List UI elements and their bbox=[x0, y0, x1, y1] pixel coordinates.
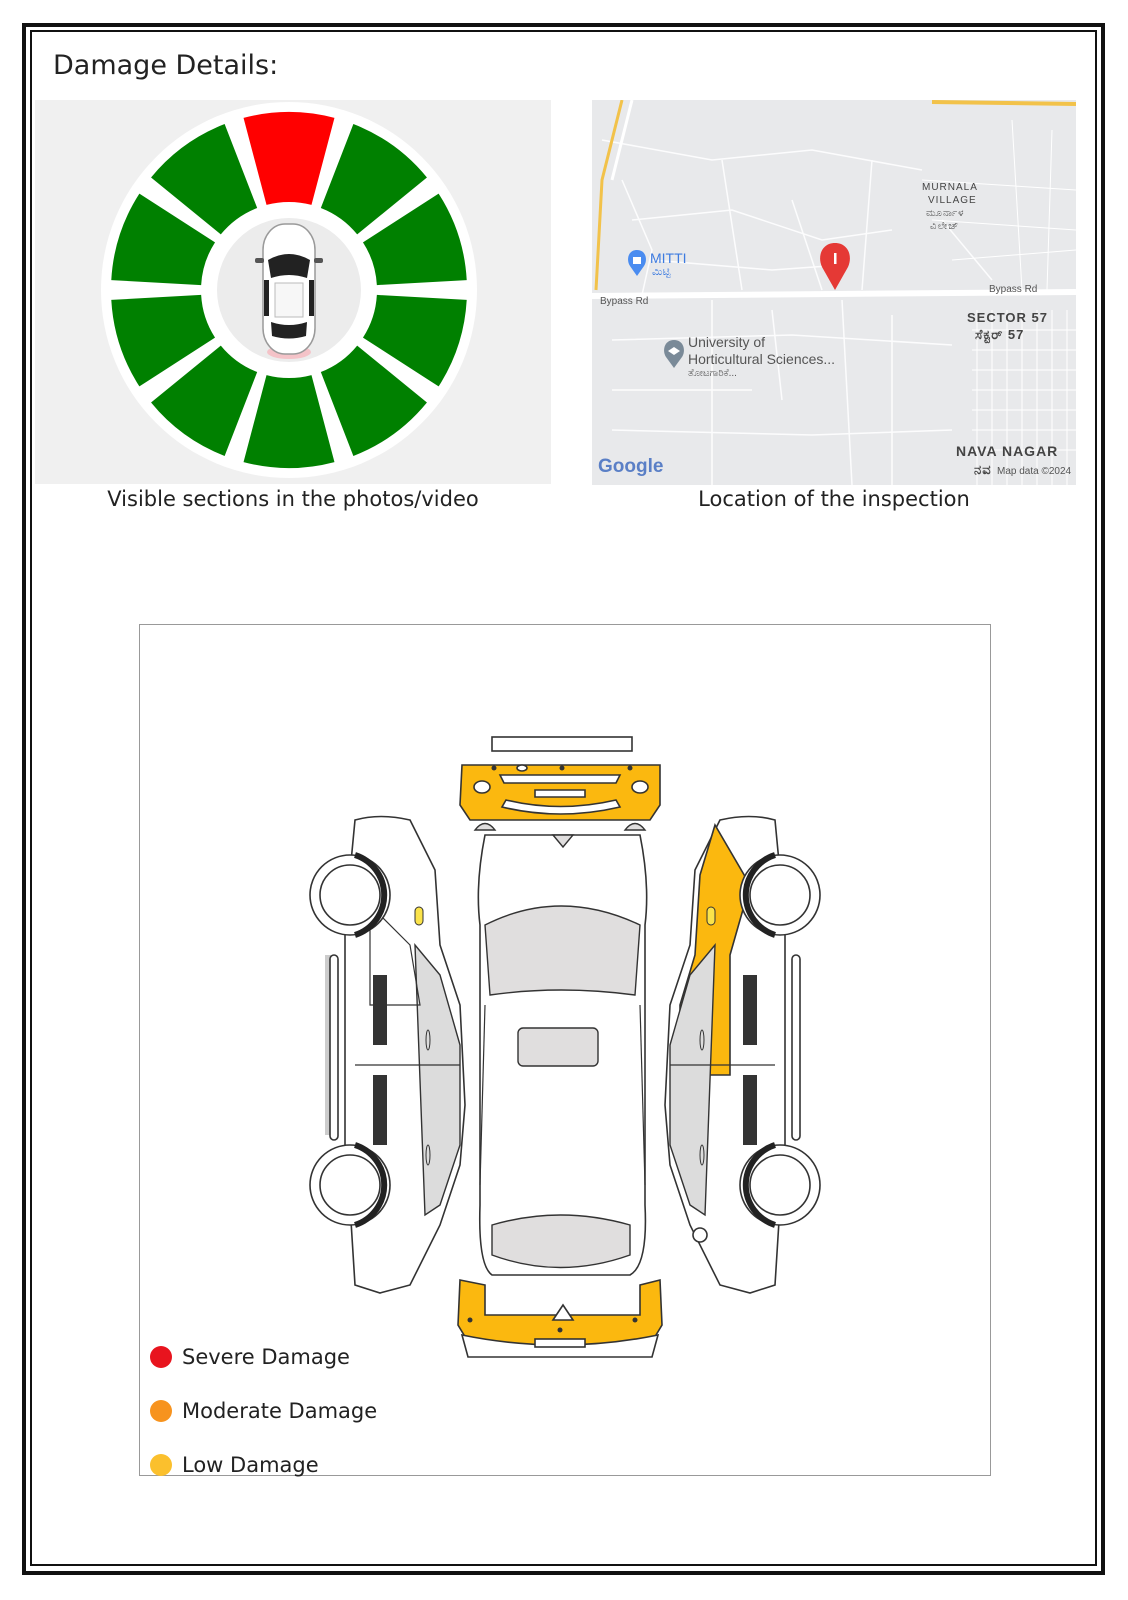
map-label-sector: SECTOR 57 bbox=[967, 310, 1049, 325]
legend-item-low: Low Damage bbox=[150, 1438, 377, 1492]
wheel-segment-rear bbox=[243, 375, 335, 469]
wheel-segment-front-left bbox=[151, 124, 258, 235]
map-label-mitti: MITTI bbox=[650, 250, 687, 266]
map-label-murnala-local-2: ವಿಲೇಜ್ bbox=[930, 221, 960, 232]
wheel-segment-right-rear bbox=[362, 294, 467, 387]
map-label-university-1: University of bbox=[688, 334, 766, 350]
map-caption: Location of the inspection bbox=[698, 487, 970, 511]
wheel-segment-left-front bbox=[111, 193, 216, 286]
damage-legend: Severe Damage Moderate Damage Low Damage bbox=[150, 1330, 377, 1492]
legend-label-moderate: Moderate Damage bbox=[182, 1399, 378, 1423]
car-top-view-icon bbox=[255, 223, 323, 359]
map-label-sector-local: ಸೆಕ್ಟರ್ 57 bbox=[975, 327, 1025, 342]
map-label-bypass-right: Bypass Rd bbox=[989, 284, 1038, 295]
map-label-murnala-2: VILLAGE bbox=[928, 195, 977, 206]
inspection-location-map[interactable]: MITTI ಮಿಟ್ಟಿ Bypass Rd Bypass Rd MURNALA… bbox=[592, 100, 1076, 485]
wheel-segment-front-right bbox=[320, 124, 427, 235]
map-label-nava-nagar: NAVA NAGAR bbox=[956, 443, 1059, 459]
map-label-bypass-left: Bypass Rd bbox=[600, 296, 649, 307]
wheel-segment-left-rear bbox=[111, 294, 216, 387]
wheel-segment-rear-right bbox=[320, 345, 427, 456]
map-label-murnala-1: MURNALA bbox=[922, 182, 978, 193]
legend-item-severe: Severe Damage bbox=[150, 1330, 377, 1384]
car-damage-diagram: .ln { stroke:#333; stroke-width:1.6; fil… bbox=[309, 736, 821, 1358]
car-body-top-view bbox=[477, 834, 648, 1276]
page-inner-border bbox=[30, 30, 1097, 1566]
roof-rack-outline bbox=[491, 736, 633, 752]
location-pin-icon bbox=[820, 243, 850, 290]
legend-label-low: Low Damage bbox=[182, 1453, 319, 1477]
map-attribution[interactable]: Map data ©2024 bbox=[997, 466, 1072, 477]
wheel-caption: Visible sections in the photos/video bbox=[107, 487, 479, 511]
damage-diagram: .ln { stroke:#333; stroke-width:1.6; fil… bbox=[139, 624, 991, 1476]
severe-damage-dot-icon bbox=[150, 1346, 172, 1368]
wheel-segment-front bbox=[243, 112, 335, 205]
visible-sections-panel bbox=[35, 100, 551, 484]
map-label-university-local: ತೋಟಗಾರಿಕೆ... bbox=[688, 368, 737, 379]
legend-label-severe: Severe Damage bbox=[182, 1345, 350, 1369]
page-title: Damage Details: bbox=[53, 50, 279, 81]
low-damage-dot-icon bbox=[150, 1454, 172, 1476]
car-left-side-view bbox=[309, 815, 466, 1294]
wheel-segment-rear-left bbox=[151, 345, 258, 456]
rear-bumper-panel bbox=[457, 1278, 663, 1358]
mitti-place-icon bbox=[628, 250, 646, 276]
car-right-side-view bbox=[664, 815, 821, 1294]
visible-sections-wheel bbox=[101, 102, 477, 478]
map-label-university-2: Horticultural Sciences... bbox=[688, 351, 836, 367]
map-canvas bbox=[592, 100, 1076, 485]
university-place-icon bbox=[664, 340, 684, 368]
map-label-murnala-local-1: ಮೂರ್ನಾಳ bbox=[926, 208, 965, 219]
front-bumper-panel bbox=[459, 764, 661, 831]
google-logo[interactable]: Google bbox=[598, 456, 664, 477]
moderate-damage-dot-icon bbox=[150, 1400, 172, 1422]
page-outer-border bbox=[22, 23, 1105, 1575]
legend-item-moderate: Moderate Damage bbox=[150, 1384, 377, 1438]
map-label-nava-local: ನವ bbox=[974, 462, 992, 477]
wheel-segment-right-front bbox=[362, 193, 467, 286]
map-label-mitti-local: ಮಿಟ್ಟಿ bbox=[652, 266, 671, 278]
